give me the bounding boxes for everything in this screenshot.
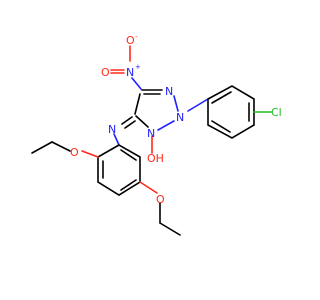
imine-bond-b [124,120,136,129]
diethoxyphenyl-ring [97,144,141,196]
atom-nitro-o-left: O [101,66,110,79]
diethoxyphenyl-double-2 [120,179,137,191]
nitro-n-c-bond [131,77,142,90]
atom-imine-n: N [108,123,116,136]
ring-c5-c4-bond [134,93,141,115]
atom-hydroxyl: OH [147,152,164,165]
atom-chlorine: Cl [271,106,282,119]
ring-n2-n1-bond [157,120,175,131]
atom-nitro-n: N [126,66,134,79]
n-aryl-bond [187,98,209,112]
chlorophenyl-double-3 [211,120,231,133]
atom-ether-o-upper: O [70,146,79,159]
atom-triazole-n2: N [176,111,184,124]
chlorophenyl-ring [207,85,255,139]
atom-triazole-n3: N [165,85,173,98]
ring-n1-c5-bond [135,115,149,128]
atom-ether-o-lower: O [156,193,165,206]
imine-bond-a [121,116,133,125]
upper-ethyl-bond-1 [51,141,71,152]
imine-aryl-bond [113,133,120,146]
lower-ether-bond [139,181,158,194]
atom-nitro-o-top: O [126,34,135,47]
upper-ether-bond [81,150,99,158]
upper-ethyl-bond-2 [31,141,53,154]
ring-n3-n2-bond [173,95,179,112]
atom-nitro-n-charge: + [135,63,141,71]
chlorophenyl-double-1 [211,91,232,104]
molecule-canvas: O - O N + N N N OH N Cl O O [31,33,282,236]
molecule-structure: O - O N + N N N OH N Cl O O [31,33,282,236]
atom-triazole-n1: N [147,127,155,140]
lower-ethyl-bond-2 [159,222,181,236]
atom-nitro-o-charge: - [135,33,138,41]
diethoxyphenyl-double-3 [120,149,137,161]
